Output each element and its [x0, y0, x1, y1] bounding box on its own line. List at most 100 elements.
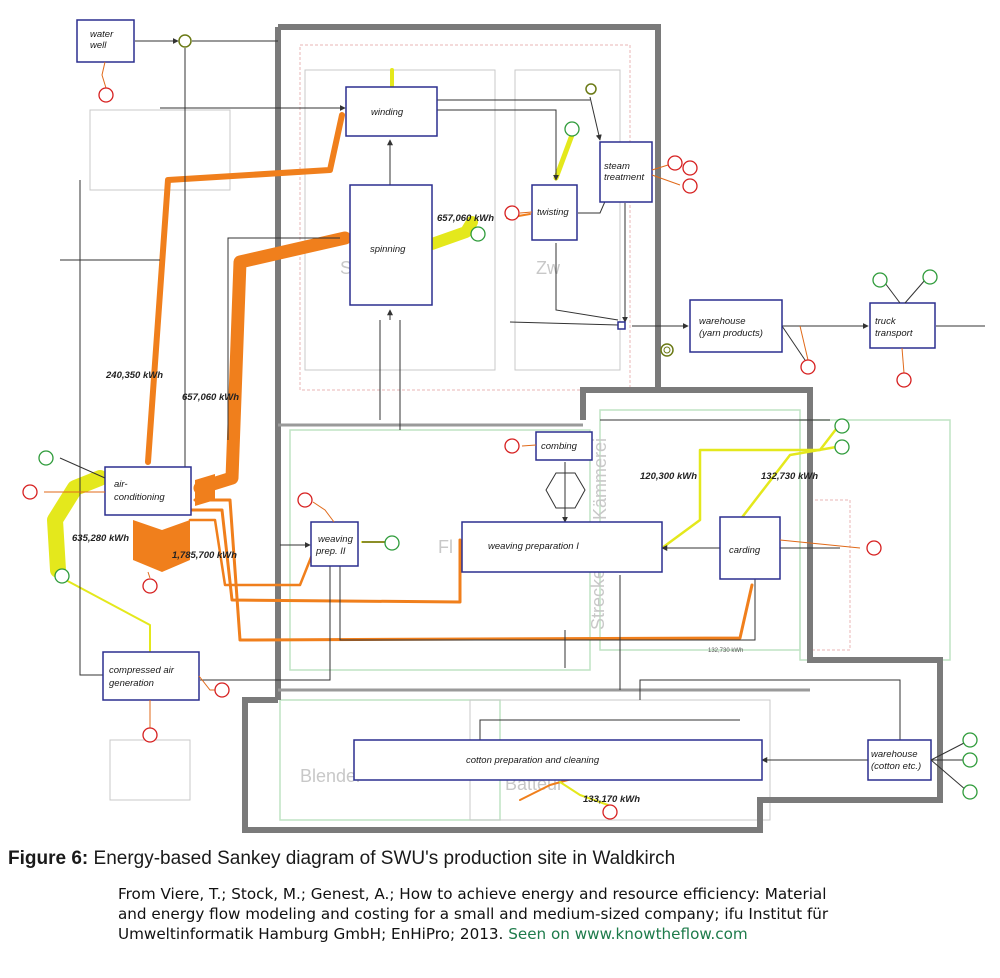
figure-title: Figure 6: Energy-based Sankey diagram of… [8, 848, 993, 870]
output-place [504, 438, 520, 454]
output-place [667, 155, 683, 171]
svg-text:warehouse(cotton etc.): warehouse(cotton etc.) [871, 749, 921, 772]
process-winding[interactable]: winding [345, 86, 438, 137]
output-place [214, 682, 230, 698]
output-place [22, 484, 38, 500]
flow-label-ac-heat-up: 240,350 kWh [105, 370, 163, 381]
sankey-diagram: Sp ei Zw Fl Strecke Kämmerei Blender Bat… [22, 19, 985, 833]
flow-label-ac-heat-total: 1,785,700 kWh [172, 550, 237, 561]
winding-label: winding [371, 107, 404, 118]
input-place [962, 752, 978, 768]
water-well-label-2: well [90, 40, 107, 51]
process-warehouse-cotton[interactable]: warehouse(cotton etc.) [867, 739, 932, 781]
source-line-2: and energy flow modeling and costing for… [118, 905, 829, 923]
combing-label: combing [541, 441, 578, 452]
flow-label-carding-elec: 132,730 kWh [761, 471, 818, 482]
flow-label-ac-elec: 635,280 kWh [72, 533, 129, 544]
svg-text:warehouse(yarn products): warehouse(yarn products) [699, 316, 763, 339]
figure-caption: Figure 6: Energy-based Sankey diagram of… [8, 848, 993, 944]
process-air-conditioning[interactable]: air-conditioning [104, 466, 192, 516]
output-place [896, 372, 912, 388]
compressed-air-label-2: generation [109, 678, 154, 689]
truck-transport-label-1: truck [875, 316, 897, 327]
output-place [142, 727, 158, 743]
warehouse-yarn-label-1: warehouse [699, 316, 745, 327]
source-citation: From Viere, T.; Stock, M.; Genest, A.; H… [118, 884, 993, 944]
output-place [98, 87, 114, 103]
water-well-label-1: water [90, 29, 114, 40]
output-place [297, 492, 313, 508]
cotton-prep-label: cotton preparation and cleaning [466, 755, 600, 766]
svg-text:air-conditioning: air-conditioning [114, 479, 165, 503]
flow-label-spinning-elec: 657,060 kWh [437, 213, 494, 224]
figure-label: Figure 6: [8, 848, 89, 869]
source-line-1: From Viere, T.; Stock, M.; Genest, A.; H… [118, 885, 827, 903]
warehouse-yarn-label-2: (yarn products) [699, 328, 763, 339]
process-compressed-air[interactable]: compressed air generation [102, 651, 200, 701]
output-place [866, 540, 882, 556]
process-carding[interactable]: carding [719, 516, 781, 580]
input-place [922, 269, 938, 285]
input-place [834, 418, 850, 434]
flow-label-ac-heat-spin: 657,060 kWh [182, 392, 239, 403]
bg-flyer-text: Fl [438, 537, 453, 557]
floor-plan-background: Sp ei Zw Fl Strecke Kämmerei Blender Bat… [89, 44, 951, 821]
ac-heat-supply-arrow [133, 520, 190, 572]
process-warehouse-yarn[interactable]: warehouse(yarn products) [689, 299, 783, 353]
output-place [682, 178, 698, 194]
spinning-label: spinning [370, 244, 406, 255]
yarn-output-junction [660, 343, 674, 357]
process-combing[interactable]: combing [535, 431, 593, 461]
electricity-flows [47, 68, 844, 806]
flow-label-cotton-elec: 133,170 kWh [583, 794, 640, 805]
source-line-3: Umweltinformatik Hamburg GmbH; EnHiPro; … [118, 925, 504, 943]
input-place [962, 732, 978, 748]
weaving-prep-2-label-1: weaving [318, 534, 354, 545]
process-cotton-prep[interactable]: cotton preparation and cleaning [353, 739, 763, 781]
material-flows [60, 38, 985, 763]
bg-kaemmerei-text: Kämmerei [590, 438, 610, 520]
twisting-label: twisting [537, 207, 569, 218]
process-weaving-prep-1[interactable]: weaving preparation I [461, 521, 663, 573]
seen-on-link[interactable]: Seen on www.knowtheflow.com [508, 925, 748, 943]
bg-zwirnerei-text: Zw [536, 258, 561, 278]
output-place [602, 804, 618, 820]
compressed-air-label-1: compressed air [109, 665, 175, 676]
process-spinning[interactable]: spinning [349, 184, 433, 306]
flow-labels: 657,060 kWh 240,350 kWh 657,060 kWh 635,… [72, 213, 818, 805]
warehouse-cotton-label-1: warehouse [871, 749, 917, 760]
input-place [470, 226, 486, 242]
input-place [54, 568, 70, 584]
water-junction [178, 34, 192, 48]
air-conditioning-label-2: conditioning [114, 492, 165, 503]
figure-title-text: Energy-based Sankey diagram of SWU's pro… [93, 848, 676, 869]
flow-label-small-carding: 132,730 kWh [708, 648, 743, 654]
input-place [872, 272, 888, 288]
steam-junction [585, 83, 597, 95]
air-conditioning-label-1: air- [114, 479, 128, 490]
output-place [504, 205, 520, 221]
input-places [38, 121, 978, 800]
process-twisting[interactable]: twisting [531, 184, 578, 241]
bg-blender-text: Blender [300, 766, 362, 786]
carding-label: carding [729, 545, 761, 556]
bg-strecke-text: Strecke [588, 569, 608, 630]
heat-flows [133, 112, 754, 801]
combing-loop-shape [545, 472, 586, 509]
building-walls [242, 24, 943, 833]
flow-label-weaving-elec: 120,300 kWh [640, 471, 697, 482]
weaving-prep-1-label: weaving preparation I [488, 541, 579, 552]
weaving-prep-2-label-2: prep. II [315, 546, 346, 557]
truck-transport-label-2: transport [875, 328, 913, 339]
input-place [962, 784, 978, 800]
warehouse-cotton-label-2: (cotton etc.) [871, 761, 921, 772]
